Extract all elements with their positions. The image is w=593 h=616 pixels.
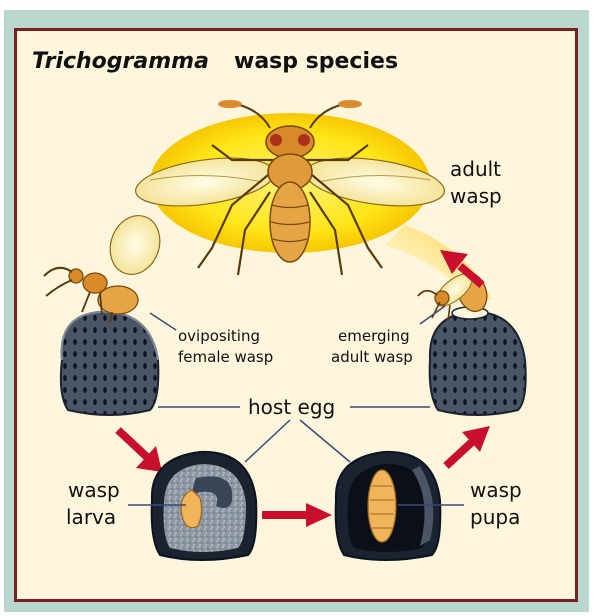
ovipositing-wasp-illustration: [44, 209, 168, 322]
larva-egg-section: [152, 452, 257, 560]
emerging-leader-line: [420, 306, 445, 324]
arrow-egg-to-larva: [118, 430, 162, 472]
emerging-label-line2: adult wasp: [331, 348, 413, 366]
arrow-pupa-to-egg: [446, 426, 490, 466]
emerging-label-line1: emerging: [338, 327, 410, 345]
host-egg-leader-larva: [245, 420, 290, 462]
pupa-label-line2: pupa: [470, 505, 520, 529]
host-egg-label: host egg: [248, 395, 335, 419]
title-rest: wasp species: [234, 49, 398, 74]
adult-wasp-label-line1: adult: [450, 157, 501, 181]
ovipositing-label-line2: female wasp: [178, 348, 273, 366]
left-host-egg: [61, 312, 158, 415]
pupa-egg-section: [336, 452, 441, 560]
ovipositing-label-line1: ovipositing: [178, 327, 260, 345]
adult-wasp-label-line2: wasp: [450, 184, 502, 208]
title-italic: Trichogramma: [32, 49, 209, 74]
right-host-egg: [430, 307, 526, 415]
larva-label-line1: wasp: [68, 478, 120, 502]
larva-label-line2: larva: [66, 505, 116, 529]
arrow-larva-to-pupa: [262, 503, 332, 527]
host-egg-leader-pupa: [300, 420, 350, 462]
pupa-label-line1: wasp: [470, 478, 522, 502]
ovipositing-leader-line: [150, 313, 176, 330]
